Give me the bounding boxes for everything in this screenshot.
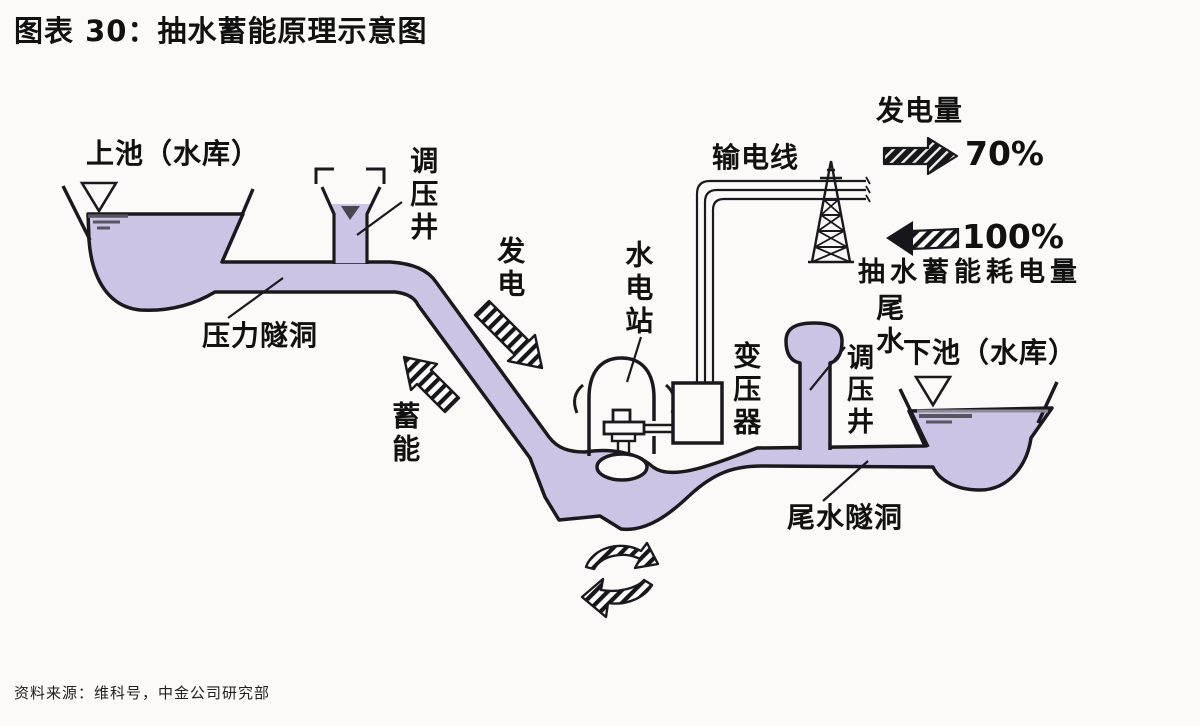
surge-shaft-rim-left — [314, 167, 334, 184]
tailwater-tunnel-label: 尾水隧洞 — [787, 501, 904, 534]
water-system-shape — [86, 212, 1054, 532]
surge-shaft-rim-right — [366, 167, 386, 184]
rotation-arrow-clockwise-icon — [584, 541, 660, 571]
figure-title: 图表 30：抽水蓄能原理示意图 — [14, 14, 428, 48]
lower-bank-left — [898, 388, 930, 448]
transmission-wires — [695, 176, 871, 383]
generation-output-arrow-icon — [882, 136, 959, 176]
cavern-arc-left — [573, 383, 585, 414]
transformer-box — [671, 381, 724, 445]
surge-shaft-upper-label: 调压井 — [406, 146, 440, 245]
surge-shaft-lower-label: 调压井 — [842, 343, 874, 439]
transmission-tower-icon — [808, 160, 854, 264]
lower-bank-right — [1036, 381, 1059, 424]
pumping-consumption-arrow-icon — [886, 221, 960, 256]
powerhouse-dome — [587, 356, 656, 456]
rotation-arrow-counterclockwise-icon — [580, 577, 654, 619]
leader-lines — [227, 201, 869, 502]
transformer-label: 变压器 — [729, 341, 763, 440]
pumping-consumption-label: 抽水蓄能耗电量 — [858, 257, 1082, 288]
lower-water-level-icon — [913, 375, 953, 408]
storage-label: 蓄能 — [388, 401, 422, 467]
pressure-tunnel-label: 压力隧洞 — [202, 319, 319, 352]
generator-busbar — [644, 423, 673, 434]
surge-shaft-wall-right — [365, 186, 382, 264]
turbine-generator-unit — [595, 408, 649, 482]
tailwater-label: 尾水 — [872, 293, 906, 359]
generation-pct-value: 70% — [965, 134, 1044, 173]
upper-water-level-icon — [79, 181, 119, 214]
transmission-line-label: 输电线 — [712, 141, 800, 174]
hydro-station-label: 水电站 — [621, 240, 655, 339]
generation-arrow-icon — [473, 299, 544, 370]
storage-arrow-icon — [402, 355, 461, 414]
generation-label: 发电 — [493, 236, 527, 302]
surge-shaft-wall-left — [320, 186, 336, 264]
source-note: 资料来源：维科号，中金公司研究部 — [14, 684, 271, 702]
upper-surge-water-level-marker — [341, 206, 360, 220]
upper-bank-left — [61, 185, 92, 241]
upper-surge-shaft-water — [331, 204, 370, 263]
pumping-pct-value: 100% — [962, 217, 1064, 256]
upper-reservoir-label: 上池（水库） — [86, 137, 261, 170]
lower-reservoir-label: 下池（水库） — [903, 336, 1078, 369]
generation-output-label: 发电量 — [876, 94, 964, 127]
upper-bank-right — [240, 188, 255, 216]
